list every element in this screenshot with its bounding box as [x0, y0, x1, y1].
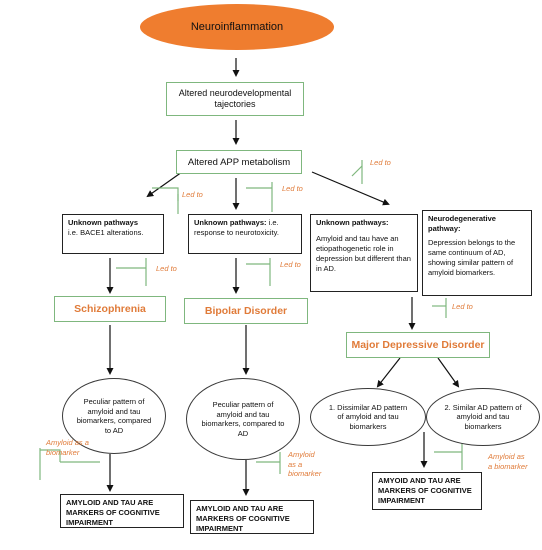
box3-title: Unknown pathways:	[316, 218, 389, 227]
amyloid-biomarker-text: Amyloid as a biomarker	[288, 450, 322, 478]
markers-box-3: AMYOID AND TAU ARE MARKERS OF COGNITIVE …	[372, 472, 482, 510]
box1-body: i.e. BACE1 alterations.	[68, 228, 144, 237]
box1-title: Unknown pathways	[68, 218, 139, 227]
box2-body: i.e. response to neurotoxicity.	[194, 218, 279, 237]
led-bracket-3	[351, 165, 363, 177]
led-to-label-1: Led to	[182, 190, 204, 200]
amyloid-bracket-1	[40, 449, 61, 462]
led-to-text: Led to	[370, 158, 391, 167]
major-depressive-disorder-box: Major Depressive Disorder	[346, 332, 490, 358]
markers-box-2: AMYLOID AND TAU ARE MARKERS OF COGNITIVE…	[190, 500, 314, 534]
led-to-text: Led to	[156, 264, 177, 273]
box4-title: Neurodegenerative pathway:	[428, 214, 496, 233]
led-to-label-5: Led to	[280, 260, 302, 270]
neuroinflammation-label: Neuroinflammation	[190, 21, 284, 33]
amyloid-biomarker-text: Amyloid as a biomarker	[488, 452, 528, 471]
led-to-label-3: Led to	[370, 158, 392, 168]
trajectories-label: Altered neurodevelopmental tajectories	[178, 88, 292, 109]
led-to-label-2: Led to	[282, 184, 304, 194]
amyloid-biomarker-label-1: Amyloid as a biomarker	[46, 438, 90, 457]
similar-text: 2. Similar AD pattern of amyloid and tau…	[444, 402, 522, 431]
box2-title: Unknown pathways:	[194, 218, 267, 227]
box4-body: Depression belongs to the same continuum…	[428, 238, 516, 277]
markers-text-2: AMYLOID AND TAU ARE MARKERS OF COGNITIVE…	[196, 504, 290, 533]
peculiar-text-2: Peculiar pattern of amyloid and tau biom…	[201, 400, 285, 438]
box3-body: Amyloid and tau have an etiopathogenetic…	[316, 234, 411, 273]
mdd-label: Major Depressive Disorder	[351, 339, 485, 351]
amyloid-biomarker-text: Amyloid as a biomarker	[46, 438, 89, 457]
trajectories-box: Altered neurodevelopmental tajectories	[166, 82, 304, 116]
led-to-text: Led to	[452, 302, 473, 311]
schizophrenia-label: Schizophrenia	[74, 303, 146, 315]
schizophrenia-box: Schizophrenia	[54, 296, 166, 322]
bipolar-disorder-box: Bipolar Disorder	[184, 298, 308, 324]
led-to-text: Led to	[282, 184, 303, 193]
led-to-label-6: Led to	[452, 302, 492, 312]
dissimilar-pattern-ellipse: 1. Dissimilar AD pattern of amyloid and …	[310, 388, 426, 446]
markers-box-1: AMYLOID AND TAU ARE MARKERS OF COGNITIVE…	[60, 494, 184, 528]
neurodegenerative-pathway-box: Neurodegenerative pathway: Depression be…	[422, 210, 532, 296]
markers-text-3: AMYOID AND TAU ARE MARKERS OF COGNITIVE …	[378, 476, 472, 505]
app-metabolism-label: Altered APP metabolism	[187, 156, 291, 168]
peculiar-pattern-ellipse-1: Peculiar pattern of amyloid and tau biom…	[62, 378, 166, 454]
similar-pattern-ellipse: 2. Similar AD pattern of amyloid and tau…	[426, 388, 540, 446]
markers-text-1: AMYLOID AND TAU ARE MARKERS OF COGNITIVE…	[66, 498, 160, 527]
app-metabolism-box: Altered APP metabolism	[176, 150, 302, 174]
arrow-app-to-box1	[146, 171, 183, 198]
peculiar-text-1: Peculiar pattern of amyloid and tau biom…	[76, 397, 152, 435]
unknown-pathways-box-1: Unknown pathways i.e. BACE1 alterations.	[62, 214, 164, 254]
bipolar-disorder-label: Bipolar Disorder	[204, 305, 288, 317]
dissimilar-text: 1. Dissimilar AD pattern of amyloid and …	[328, 402, 408, 431]
led-to-label-4: Led to	[156, 264, 178, 274]
led-to-text: Led to	[182, 190, 203, 199]
arrow-mdd-to-similar	[437, 357, 460, 388]
neuroinflammation-oval: Neuroinflammation	[140, 4, 334, 50]
unknown-pathways-box-3: Unknown pathways: Amyloid and tau have a…	[310, 214, 418, 292]
amyloid-biomarker-label-2: Amyloid as a biomarker	[288, 450, 322, 479]
led-to-text: Led to	[280, 260, 301, 269]
peculiar-pattern-ellipse-2: Peculiar pattern of amyloid and tau biom…	[186, 378, 300, 460]
arrow-mdd-to-dissimilar	[376, 357, 401, 388]
unknown-pathways-box-2: Unknown pathways: i.e. response to neuro…	[188, 214, 302, 254]
amyloid-biomarker-label-3: Amyloid as a biomarker	[488, 452, 528, 471]
arrow-app-to-box3	[311, 171, 390, 206]
